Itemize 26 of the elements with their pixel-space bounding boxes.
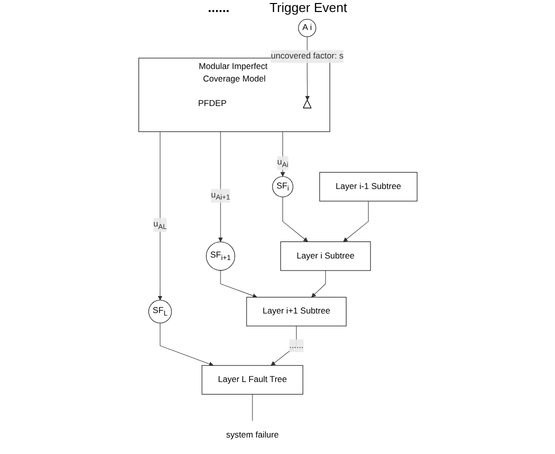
node-circle: SF$_{L}$ [148, 300, 172, 324]
node-circle: SF$_{i}$ [272, 176, 293, 198]
arrow [310, 270, 326, 298]
edge-label: ...... [288, 340, 304, 350]
arrow [220, 270, 257, 298]
arrow [280, 131, 285, 177]
node-box: Layer i+1 Subtree [246, 296, 346, 326]
node-circle: SF$_{i+1}$ [206, 242, 235, 271]
cluster: Modular Imperfect Coverage Model PFDEP [138, 58, 330, 132]
arrow [282, 196, 308, 242]
arrow [159, 322, 214, 366]
arrow [157, 131, 162, 300]
edge-label: u$_{Ai}$ [276, 158, 288, 169]
node-circle: A i [298, 19, 316, 38]
arrow [218, 131, 222, 242]
arrow [342, 200, 368, 242]
node-text: system failure [226, 430, 278, 440]
note-text: Trigger Event [270, 0, 348, 15]
node-box: Layer i-1 Subtree [318, 172, 417, 202]
note-text: ...... [208, 0, 230, 15]
edge-label: u$_{AL}$ [152, 220, 166, 230]
edge-label: u$_{Ai+1}$ [210, 190, 230, 202]
arrow [270, 326, 296, 366]
node-box: Layer i Subtree [280, 241, 370, 271]
node-box: Layer L Fault Tree [201, 365, 303, 395]
edge-label: uncovered factor: s [270, 52, 344, 61]
